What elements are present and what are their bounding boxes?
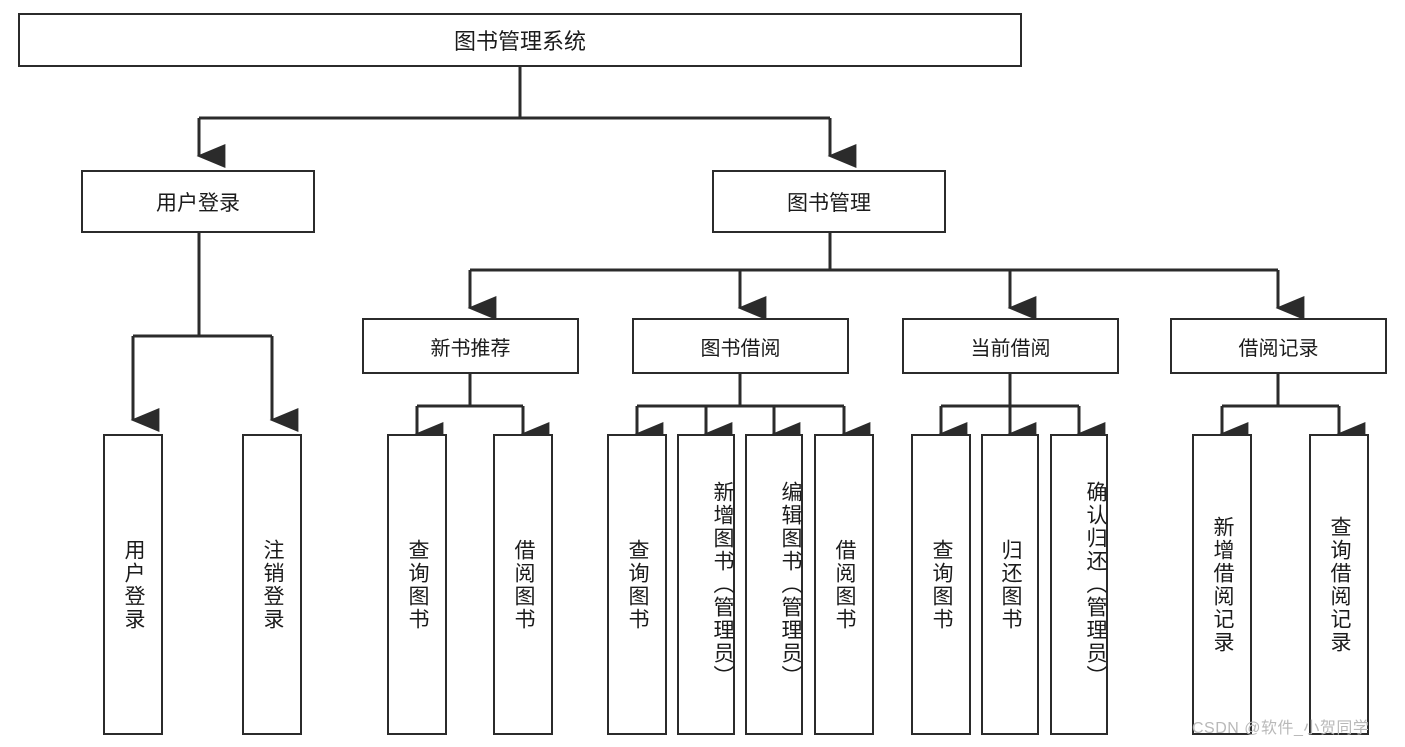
- node-label: 图书管理系统: [453, 29, 586, 54]
- node-label: 图书借阅: [700, 337, 781, 360]
- node-label: 当前借阅: [970, 337, 1051, 360]
- leaf-user-login[interactable]: 用户登录: [103, 434, 163, 735]
- leaf-add-borrow-record[interactable]: 新增借阅记录: [1192, 434, 1252, 735]
- node-label: 借阅图书: [833, 538, 857, 631]
- leaf-query-book-current[interactable]: 查询图书: [911, 434, 971, 735]
- leaf-edit-book-admin[interactable]: 编辑图书（管理员）: [745, 434, 803, 735]
- leaf-return-book[interactable]: 归还图书: [981, 434, 1039, 735]
- leaf-borrow-book[interactable]: 借阅图书: [814, 434, 874, 735]
- node-label: 查询图书: [930, 538, 954, 631]
- node-book-borrowing[interactable]: 图书借阅: [632, 318, 849, 374]
- leaf-add-book-admin[interactable]: 新增图书（管理员）: [677, 434, 735, 735]
- node-label: 新增借阅记录: [1211, 515, 1235, 654]
- node-label: 注销登录: [261, 538, 285, 631]
- node-current-borrowing[interactable]: 当前借阅: [902, 318, 1119, 374]
- node-user-login[interactable]: 用户登录: [81, 170, 315, 233]
- node-label: 用户登录: [156, 191, 240, 215]
- node-label: 用户登录: [122, 538, 146, 631]
- csdn-watermark: CSDN @软件_小贺同学: [1192, 720, 1370, 737]
- node-borrow-records[interactable]: 借阅记录: [1170, 318, 1387, 374]
- node-label: 归还图书: [999, 538, 1023, 631]
- node-new-book-recommendation[interactable]: 新书推荐: [362, 318, 579, 374]
- node-label: 查询图书: [626, 538, 650, 631]
- leaf-confirm-return-admin[interactable]: 确认归还（管理员）: [1050, 434, 1108, 735]
- leaf-logout-login[interactable]: 注销登录: [242, 434, 302, 735]
- node-label: 新增图书（管理员）: [711, 481, 734, 688]
- node-root-book-management-system[interactable]: 图书管理系统: [18, 13, 1022, 67]
- node-book-management[interactable]: 图书管理: [712, 170, 946, 233]
- node-label: 借阅图书: [512, 538, 536, 631]
- leaf-borrow-book-recommend[interactable]: 借阅图书: [493, 434, 553, 735]
- node-label: 查询借阅记录: [1328, 515, 1352, 654]
- node-label: 编辑图书（管理员）: [779, 481, 802, 688]
- leaf-query-book-borrow[interactable]: 查询图书: [607, 434, 667, 735]
- node-label: 图书管理: [787, 191, 871, 215]
- node-label: 查询图书: [406, 538, 430, 631]
- node-label: 新书推荐: [430, 337, 511, 360]
- leaf-query-book-recommend[interactable]: 查询图书: [387, 434, 447, 735]
- node-label: 确认归还（管理员）: [1084, 481, 1107, 688]
- node-label: 借阅记录: [1238, 337, 1319, 360]
- leaf-query-borrow-record[interactable]: 查询借阅记录: [1309, 434, 1369, 735]
